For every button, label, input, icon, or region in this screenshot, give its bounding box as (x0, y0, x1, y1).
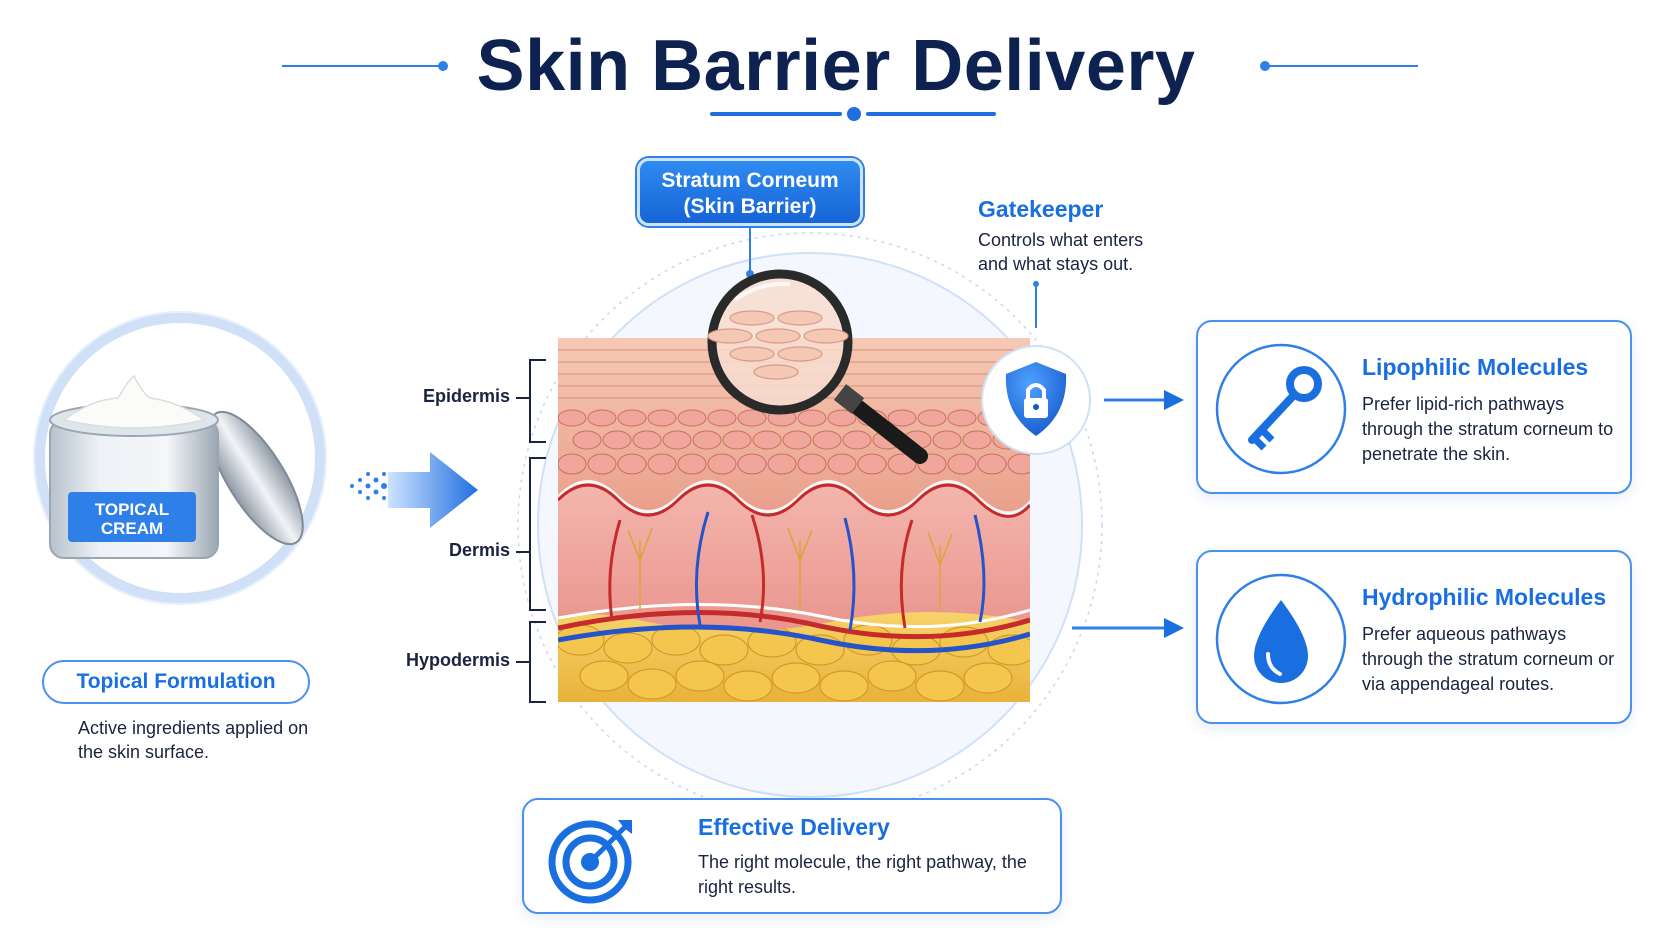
topical-formulation-description: Active ingredients applied on the skin s… (78, 718, 309, 762)
epidermis-label: Epidermis (422, 386, 510, 406)
jar-label-line2: CREAM (101, 519, 163, 538)
dermis-label: Dermis (448, 540, 510, 560)
topical-cream-jar: TOPICAL CREAM (33, 311, 327, 605)
jar-label-line1: TOPICAL (95, 500, 169, 519)
lipophilic-card: Lipophilic Molecules Prefer lipid-rich p… (1196, 320, 1632, 494)
arrow-to-lipophilic (1104, 390, 1184, 410)
shield-lock-icon (981, 345, 1091, 455)
topical-formulation-title: Topical Formulation (42, 660, 310, 704)
hypodermis-label: Hypodermis (405, 650, 510, 670)
skin-barrier-label: (Skin Barrier) (683, 195, 817, 218)
key-icon (1215, 343, 1347, 475)
stratum-corneum-label: Stratum Corneum (661, 169, 839, 192)
effective-delivery-card: Effective Delivery The right molecule, t… (522, 798, 1062, 914)
title-decoration (282, 61, 1418, 121)
gatekeeper-description: Controls what enters and what stays out. (978, 230, 1144, 274)
stratum-corneum-badge: Stratum Corneum (Skin Barrier) (637, 158, 863, 226)
effective-delivery-description: The right molecule, the right pathway, t… (698, 852, 1027, 897)
gatekeeper-title: Gatekeeper (978, 196, 1104, 222)
lipophilic-title: Lipophilic Molecules (1362, 354, 1589, 380)
effective-delivery-title: Effective Delivery (698, 814, 890, 840)
application-arrow (350, 452, 478, 528)
hydrophilic-card: Hydrophilic Molecules Prefer aqueous pat… (1196, 550, 1632, 724)
water-drop-icon (1215, 573, 1347, 705)
magnifying-glass-icon (707, 269, 928, 464)
layer-brackets (516, 359, 546, 703)
arrow-to-hydrophilic (1072, 618, 1184, 638)
page-title: Skin Barrier Delivery (476, 26, 1196, 106)
target-icon (548, 820, 632, 904)
lipophilic-description: Prefer lipid-rich pathways through the s… (1362, 394, 1614, 464)
hydrophilic-description: Prefer aqueous pathways through the stra… (1362, 624, 1615, 694)
hydrophilic-title: Hydrophilic Molecules (1362, 584, 1607, 610)
